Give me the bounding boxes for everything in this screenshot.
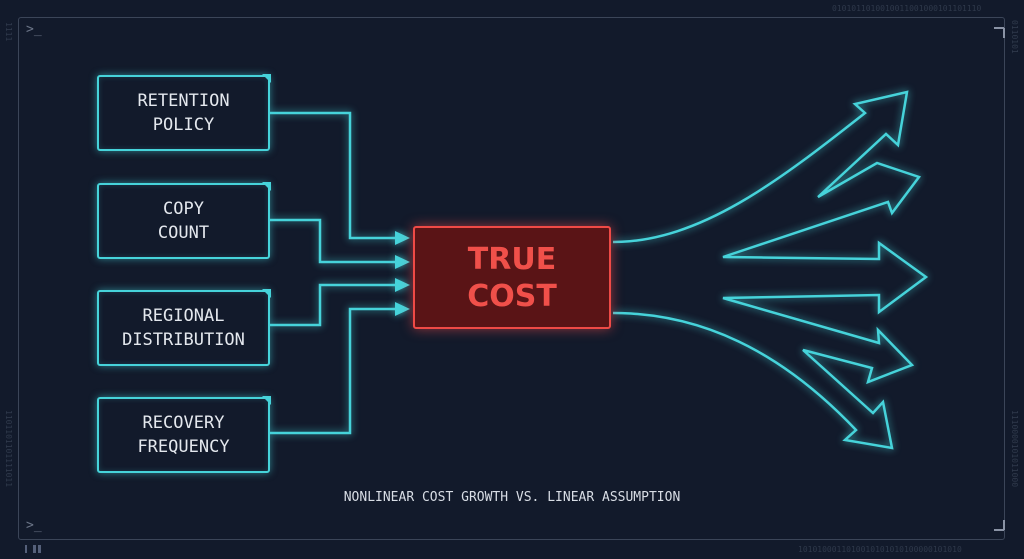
prompt-icon-top: >_ — [26, 22, 42, 37]
binary-decor-right-bottom: 1110000101011000 — [1010, 410, 1019, 488]
input-label-line: RETENTION — [137, 91, 230, 111]
input-regional-distribution: REGIONAL DISTRIBUTION — [97, 289, 271, 366]
binary-decor-bottom: 1010100011010010101010100000101010 — [798, 545, 962, 554]
true-cost-box: TRUE COST — [413, 226, 611, 329]
input-recovery-frequency: RECOVERY FREQUENCY — [97, 396, 271, 473]
connector-retention — [270, 111, 398, 240]
caption: NONLINEAR COST GROWTH VS. LINEAR ASSUMPT… — [343, 490, 681, 505]
core-label-line: COST — [467, 278, 557, 314]
prompt-icon-bottom: >_ — [26, 518, 42, 533]
binary-decor-left-top: 1111 — [4, 22, 13, 42]
connector-copy — [270, 218, 398, 264]
page-fold-icon — [262, 74, 271, 83]
input-label-line: POLICY — [152, 115, 215, 135]
arrowhead-4 — [395, 302, 410, 316]
arrowhead-1 — [395, 231, 410, 245]
arrowhead-2 — [395, 255, 410, 269]
connector-recovery — [270, 307, 398, 435]
input-label-line: FREQUENCY — [137, 437, 230, 457]
page-fold-icon — [262, 182, 271, 191]
diverging-arrows-icon — [612, 90, 929, 450]
core-label-line: TRUE — [467, 241, 557, 277]
input-label-line: RECOVERY — [142, 413, 225, 433]
corner-mark-bottom-right — [994, 520, 1005, 531]
input-label-line: DISTRIBUTION — [122, 330, 245, 350]
corner-mark-top-right — [994, 27, 1005, 38]
page-fold-icon — [262, 289, 271, 298]
binary-decor-left-bottom: 1101101101111011 — [4, 410, 13, 488]
terminal-frame — [18, 17, 1005, 540]
input-label-line: REGIONAL — [142, 306, 225, 326]
arrowhead-3 — [395, 278, 410, 292]
connector-regional — [270, 283, 398, 327]
binary-decor-top: 0101011010010011001000101101110 — [832, 4, 982, 13]
input-copy-count: COPY COUNT — [97, 182, 271, 259]
input-label-line: COPY — [163, 199, 204, 219]
input-retention-policy: RETENTION POLICY — [97, 74, 271, 151]
input-label-line: COUNT — [157, 223, 210, 243]
page-fold-icon — [262, 396, 271, 405]
binary-decor-right-top: 0110101 — [1010, 20, 1019, 54]
